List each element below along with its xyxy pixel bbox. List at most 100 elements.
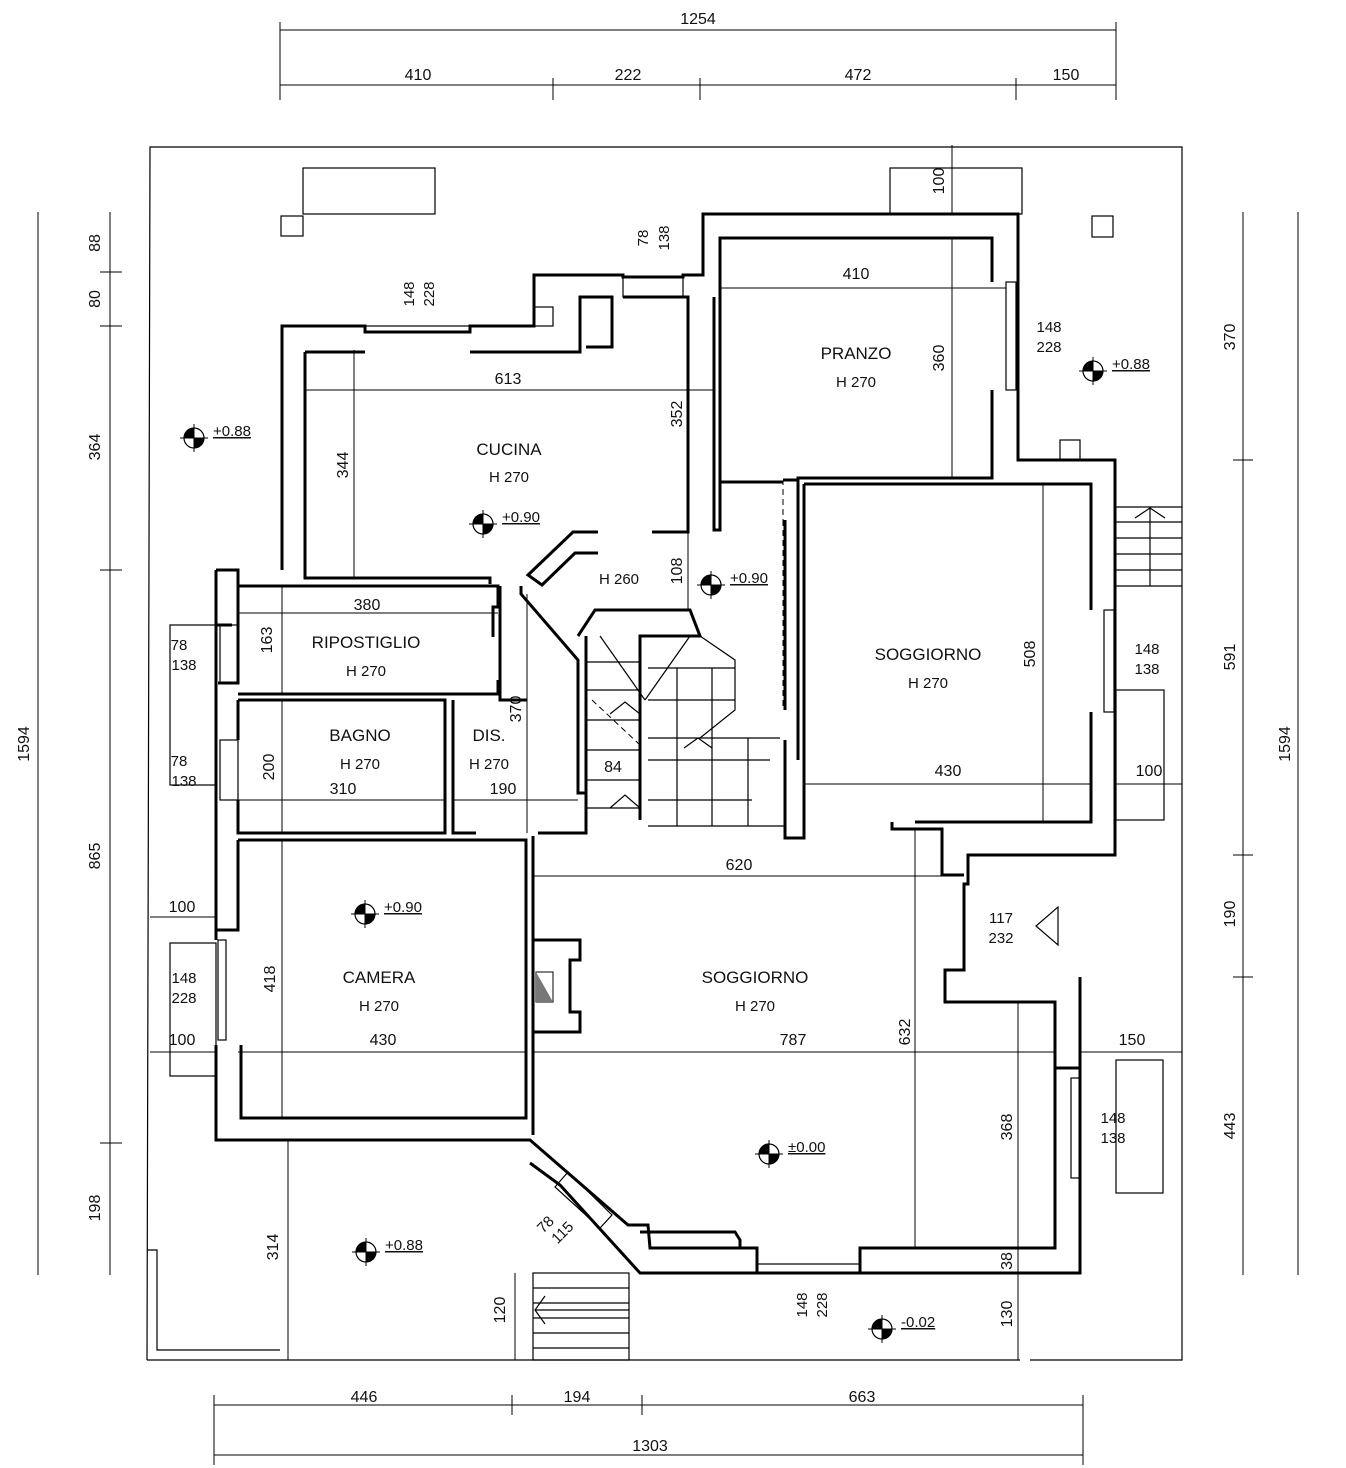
win-door-right-height: 232 [988, 930, 1013, 947]
dim-wall-38: 38 [999, 1252, 1016, 1270]
dim-bottom-seg-3: 663 [849, 1389, 876, 1406]
level-value: +0.90 [502, 509, 540, 526]
dim-soggiorno-2-width: 787 [780, 1032, 807, 1049]
level-marker-cucina: +0.90 [469, 509, 540, 538]
level-marker-south-west: +0.88 [352, 1237, 423, 1266]
dim-cucina-width: 613 [495, 371, 522, 388]
dim-camera-depth: 418 [262, 966, 279, 993]
level-marker-camera: +0.90 [351, 899, 422, 928]
level-marker-hall: +0.90 [697, 570, 768, 599]
room-soggiorno-2-name: SOGGIORNO [702, 968, 809, 987]
level-value: ±0.00 [788, 1139, 825, 1156]
dim-right-seg-3: 190 [1222, 901, 1239, 928]
dim-soggiorno-1-width: 430 [935, 763, 962, 780]
room-ripostiglio-height: H 270 [346, 663, 386, 680]
room-bagno-name: BAGNO [329, 726, 390, 745]
win-bottom-width: 148 [794, 1292, 811, 1317]
dim-top-seg-4: 150 [1053, 67, 1080, 84]
level-value: +0.88 [213, 423, 251, 440]
dim-south-terrace: 314 [265, 1234, 282, 1261]
dim-right-offset-lower: 150 [1119, 1032, 1146, 1049]
room-bagno-height: H 270 [340, 756, 380, 773]
win-cucina-top-height: 228 [421, 281, 438, 306]
dim-soggiorno-1-depth: 508 [1022, 641, 1039, 668]
room-dis-name: DIS. [472, 726, 505, 745]
dim-camera-width: 430 [370, 1032, 397, 1049]
level-value: +0.90 [384, 899, 422, 916]
win-camera-height: 228 [171, 990, 196, 1007]
dim-bagno-depth: 200 [261, 754, 278, 781]
dim-bay-depth: 368 [999, 1114, 1016, 1141]
level-value: +0.88 [1112, 356, 1150, 373]
level-marker-north-west: +0.88 [180, 423, 251, 452]
win-soggiorno-1-height: 138 [1134, 661, 1159, 678]
level-value: +0.90 [730, 570, 768, 587]
lot-boundary [146, 146, 1183, 1361]
dim-stair-width: 84 [604, 759, 622, 776]
room-pranzo-height: H 270 [836, 374, 876, 391]
level-marker-soggiorno: ±0.00 [755, 1139, 825, 1168]
entrance-marker [1035, 905, 1059, 947]
win-door-right-width: 117 [989, 910, 1013, 927]
win-ripostiglio-width: 78 [171, 637, 188, 654]
dim-left-seg-5: 198 [87, 1195, 104, 1222]
dim-pranzo-depth: 360 [931, 345, 948, 372]
level-marker-north-east: +0.88 [1079, 356, 1150, 385]
dim-cucina-depth-right: 352 [669, 401, 686, 428]
dim-entry-stair: 120 [492, 1297, 509, 1324]
win-soggiorno-2-height: 138 [1100, 1130, 1125, 1147]
level-value: -0.02 [901, 1314, 935, 1331]
dim-left-offset-lower: 100 [169, 1032, 196, 1049]
win-top-small-width: 78 [635, 230, 652, 247]
dim-right-total: 1594 [1277, 726, 1294, 762]
dim-ripostiglio-depth: 163 [259, 627, 276, 654]
dim-top-seg-2: 222 [615, 67, 642, 84]
win-soggiorno-2-width: 148 [1100, 1110, 1125, 1127]
room-ripostiglio-name: RIPOSTIGLIO [312, 633, 421, 652]
dim-top-seg-3: 472 [845, 67, 872, 84]
win-camera-width: 148 [171, 970, 196, 987]
room-dis-height: H 270 [469, 756, 509, 773]
win-bagno-height: 138 [171, 773, 196, 790]
dim-left-seg-1: 88 [87, 234, 104, 252]
dim-bottom-seg-1: 446 [351, 1389, 378, 1406]
level-markers: +0.88 +0.88 +0.90 +0.90 +0.90 ±0.00 +0.88 -0.02 [180, 356, 1150, 1343]
stairs [532, 481, 1182, 1361]
windows [169, 276, 1165, 1274]
dim-right-seg-2: 591 [1222, 644, 1239, 671]
dimension-lines [37, 22, 1299, 1465]
dim-top-total: 1254 [680, 11, 716, 28]
dim-cucina-depth-left: 344 [335, 452, 352, 479]
dim-dis-depth: 370 [508, 696, 525, 723]
dim-left-offset-upper: 100 [169, 899, 196, 916]
dim-hall-depth: 108 [669, 558, 686, 585]
win-pranzo-right-height: 228 [1036, 339, 1061, 356]
dim-dis-width: 190 [490, 781, 517, 798]
win-pranzo-right-width: 148 [1036, 319, 1061, 336]
dim-top-offset: 100 [931, 168, 948, 195]
room-camera-height: H 270 [359, 998, 399, 1015]
fireplace-fill [536, 972, 553, 1002]
dim-left-seg-3: 364 [87, 434, 104, 461]
room-soggiorno-1-name: SOGGIORNO [875, 645, 982, 664]
win-bottom-height: 228 [814, 1292, 831, 1317]
dim-soggiorno-2-width-upper: 620 [726, 857, 753, 874]
dim-left-total: 1594 [16, 726, 33, 762]
dim-top-seg-1: 410 [405, 67, 432, 84]
dim-left-seg-2: 80 [87, 290, 104, 308]
dim-bottom-seg-2: 194 [564, 1389, 591, 1406]
win-top-small-height: 138 [656, 225, 673, 250]
room-cucina-name: CUCINA [476, 440, 542, 459]
room-hall-height: H 260 [599, 571, 639, 588]
dim-pranzo-width: 410 [843, 266, 870, 283]
level-value: +0.88 [385, 1237, 423, 1254]
win-soggiorno-1-width: 148 [1134, 641, 1159, 658]
win-ripostiglio-height: 138 [171, 657, 196, 674]
win-cucina-top-width: 148 [401, 281, 418, 306]
level-marker-south-east: -0.02 [868, 1314, 935, 1343]
room-soggiorno-1-height: H 270 [908, 675, 948, 692]
room-pranzo-name: PRANZO [821, 344, 892, 363]
dim-right-seg-4: 443 [1222, 1113, 1239, 1140]
dim-left-seg-4: 865 [87, 843, 104, 870]
